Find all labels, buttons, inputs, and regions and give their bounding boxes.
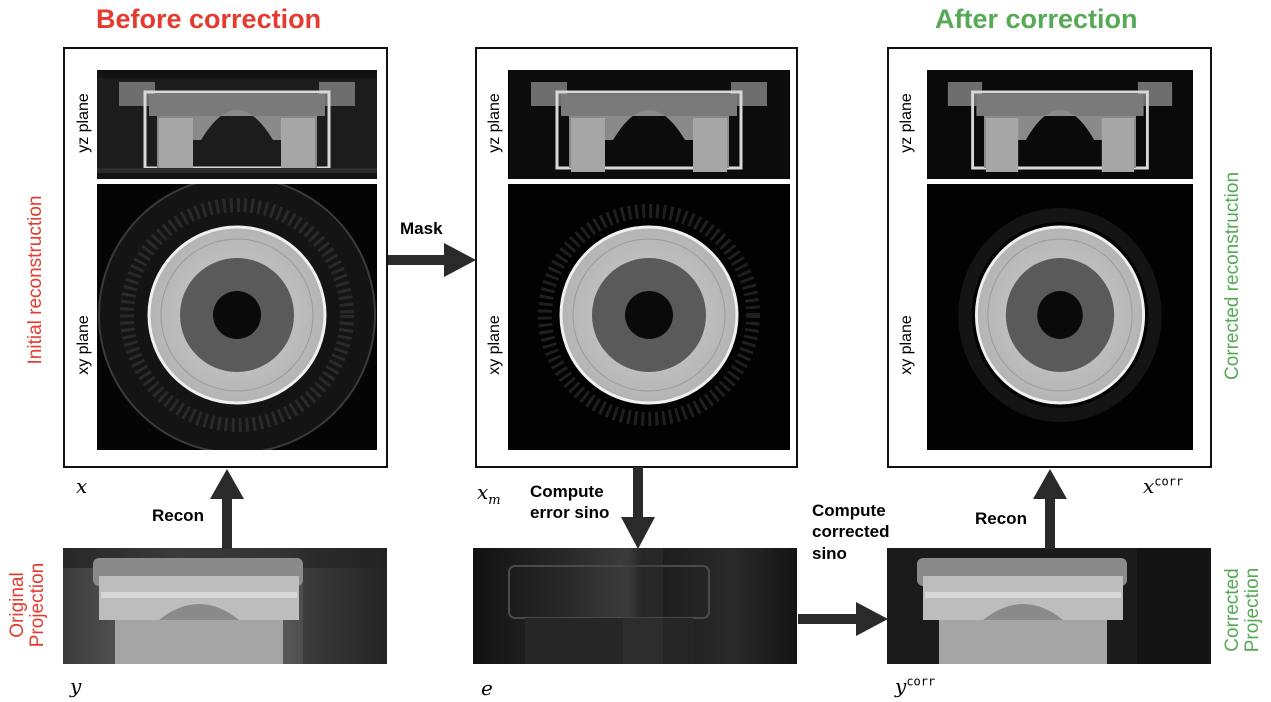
yz-plane-panel-initial <box>97 70 377 179</box>
compute-error-line1: Compute <box>530 482 604 501</box>
symbol-y-corr: ycorr <box>895 674 935 698</box>
corrected-projection-line1: Corrected <box>1222 568 1244 652</box>
symbol-y: y <box>70 674 82 698</box>
initial-reconstruction-frame <box>63 47 388 468</box>
symbol-x-m-sub: m <box>488 493 501 508</box>
symbol-e: e <box>481 676 493 700</box>
recon-arrow-left-icon <box>210 469 244 549</box>
compute-error-sino-label: Compute error sino <box>530 481 609 524</box>
xy-plane-panel-corrected <box>927 184 1193 450</box>
mask-label: Mask <box>400 219 443 238</box>
compute-corrected-line1: Compute <box>812 501 886 520</box>
symbol-x-m-base: x <box>477 480 489 504</box>
xy-slice-image-initial <box>97 184 377 450</box>
xy-plane-panel-masked <box>508 184 790 450</box>
yz-plane-label-masked: yz plane <box>486 93 503 153</box>
corrected-reconstruction-frame <box>887 47 1212 468</box>
yz-plane-label-corrected: yz plane <box>898 93 915 153</box>
symbol-y-corr-base: y <box>895 674 907 698</box>
initial-reconstruction-label: Initial reconstruction <box>25 195 47 365</box>
before-correction-heading: Before correction <box>96 4 322 34</box>
xy-plane-label-masked: xy plane <box>486 315 503 375</box>
corrected-projection-image <box>887 548 1211 664</box>
mask-arrow-icon <box>388 243 476 277</box>
original-projection-image <box>63 548 387 664</box>
error-sinogram-image <box>473 548 797 664</box>
compute-corrected-line3: sino <box>812 543 847 563</box>
recon-arrow-right-icon <box>1033 469 1067 549</box>
yz-slice-image-masked <box>509 70 789 179</box>
masked-reconstruction-frame <box>475 47 798 468</box>
corrected-reconstruction-label: Corrected reconstruction <box>1222 171 1244 381</box>
xy-plane-label-corrected: xy plane <box>898 315 915 375</box>
compute-corrected-arrow-icon <box>798 602 888 636</box>
original-projection-line2: Projection <box>27 562 48 648</box>
symbol-y-corr-sup: corr <box>906 674 936 689</box>
symbol-x-corr: xcorr <box>1143 474 1183 498</box>
xy-plane-panel-initial <box>97 184 377 450</box>
yz-plane-panel-masked <box>508 70 790 179</box>
xy-slice-image-corrected <box>927 184 1193 450</box>
symbol-x: x <box>76 474 88 498</box>
yz-slice-image-corrected <box>927 70 1193 179</box>
xy-plane-label-initial: xy plane <box>75 315 92 375</box>
yz-plane-panel-corrected <box>927 70 1193 179</box>
compute-error-arrow-icon <box>621 467 655 549</box>
yz-slice-image-initial <box>97 70 377 179</box>
compute-error-line2: error sino <box>530 503 610 523</box>
symbol-x-m: xm <box>477 480 501 508</box>
yz-plane-label-initial: yz plane <box>75 93 92 153</box>
recon-label-left: Recon <box>152 506 204 525</box>
corrected-projection-label: Corrected Projection <box>1222 567 1263 653</box>
xy-slice-image-masked <box>509 184 789 450</box>
compute-corrected-line2: corrected <box>812 522 890 542</box>
original-projection-label: Original Projection <box>7 562 48 648</box>
after-correction-heading: After correction <box>935 4 1138 34</box>
original-projection-line1: Original <box>7 572 29 638</box>
corrected-projection-line2: Projection <box>1242 567 1263 653</box>
symbol-x-corr-base: x <box>1143 474 1155 498</box>
recon-label-right: Recon <box>975 509 1027 528</box>
compute-corrected-sino-label: Compute corrected sino <box>812 500 889 564</box>
symbol-x-corr-sup: corr <box>1154 474 1184 489</box>
